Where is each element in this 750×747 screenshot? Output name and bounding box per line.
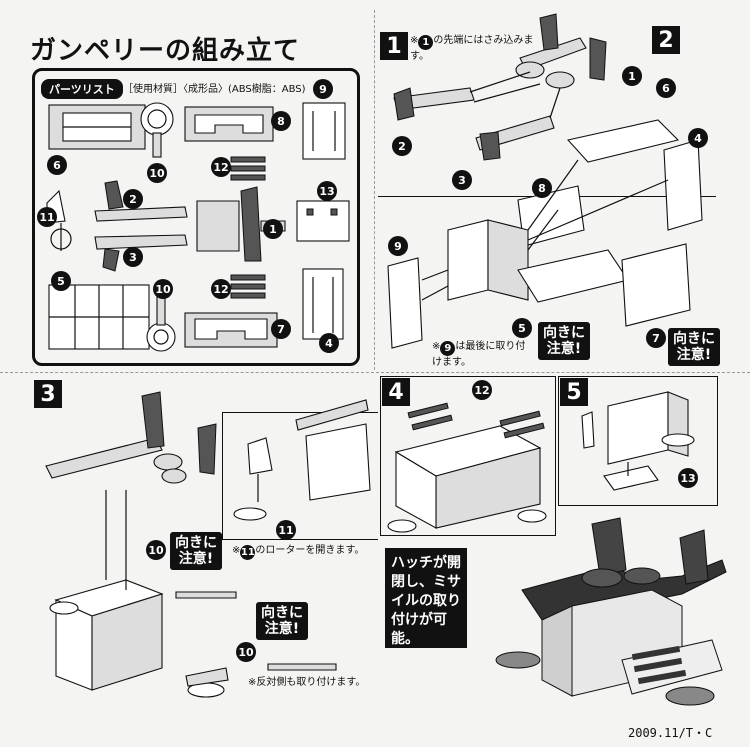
- part-number-12b: 12: [211, 279, 231, 299]
- step-5-part-13: 13: [678, 468, 698, 488]
- step-3-part-10a: 10: [146, 540, 166, 560]
- step-2-badge: 2: [652, 26, 680, 54]
- step-3-caution-a: 向きに注意!: [170, 532, 222, 571]
- step-1-part-1: 1: [622, 66, 642, 86]
- divider-vertical: [374, 10, 375, 370]
- step-3-detail-frame: [222, 412, 378, 540]
- parts-list-label: パーツリスト: [41, 79, 123, 99]
- step-1-note-ref: 1: [418, 35, 434, 50]
- step-3-badge: 3: [34, 380, 62, 408]
- step-4-badge: 4: [382, 378, 410, 406]
- part-number-9: 9: [313, 79, 333, 99]
- part-number-6: 6: [47, 155, 67, 175]
- parts-list-drawings: [46, 102, 350, 352]
- step-2-caution-b: 向きに注意!: [668, 328, 720, 367]
- step-2-part-5: 5: [512, 318, 532, 338]
- part-number-10: 10: [147, 163, 167, 183]
- step-2-caution-a: 向きに注意!: [538, 322, 590, 361]
- step-2-part-6: 6: [656, 78, 676, 98]
- part-number-1: 1: [263, 219, 283, 239]
- step-1-part-2: 2: [392, 136, 412, 156]
- material-note: ［使用材質］〈成形品〉(ABS樹脂：ABS): [123, 84, 306, 95]
- step-3-rotor-note-text: のローターを開きます。: [255, 545, 365, 556]
- part-number-3: 3: [123, 247, 143, 267]
- step-1-drawing: [393, 13, 607, 161]
- step-2-drawing: [387, 119, 703, 349]
- step-3-caution-b: 向きに注意!: [256, 602, 308, 641]
- step-1-note-text: の先端にはさみ込みます。: [410, 35, 534, 62]
- step-3-part-11: 11: [276, 520, 296, 540]
- step-1-badge: 1: [380, 32, 408, 60]
- parts-list-panel: パーツリスト ［使用材質］〈成形品〉(ABS樹脂：ABS): [32, 68, 360, 366]
- step-5-drawing: [581, 391, 695, 491]
- step-3-other-side-note: ※反対側も取り付けます。: [248, 677, 366, 688]
- part-number-11: 11: [37, 207, 57, 227]
- step-1-note-prefix: ※: [410, 35, 419, 46]
- page-title: ガンペリーの組み立て: [30, 36, 301, 66]
- step-2-part-7: 7: [646, 328, 666, 348]
- step-2-note-ref: 9: [440, 341, 456, 356]
- step-4-frame: [380, 376, 556, 536]
- part-number-10b: 10: [153, 279, 173, 299]
- step-3-rotor-note-ref: 11: [240, 545, 256, 560]
- finished-model-illustration: [495, 517, 727, 706]
- step-3-rotor-note: ※11のローターを開きます。: [232, 544, 382, 560]
- step-2-note-prefix: ※: [432, 341, 441, 352]
- step-5-badge: 5: [560, 378, 588, 406]
- step-2-part-4: 4: [688, 128, 708, 148]
- part-number-2: 2: [123, 189, 143, 209]
- step-5-frame: [558, 376, 718, 506]
- step-4-drawing: [387, 402, 547, 533]
- step-3-part-10b: 10: [236, 642, 256, 662]
- step-2-part-8: 8: [532, 178, 552, 198]
- part-number-12: 12: [211, 157, 231, 177]
- step-3-rotor-note-prefix: ※: [232, 545, 241, 556]
- hatch-note: ハッチが開閉し、ミサイルの取り付けが可能。: [385, 548, 467, 648]
- step-4-part-12: 12: [472, 380, 492, 400]
- part-number-8: 8: [271, 111, 291, 131]
- step-2-part-9: 9: [388, 236, 408, 256]
- part-number-13: 13: [317, 181, 337, 201]
- part-number-5: 5: [51, 271, 71, 291]
- footer-date: 2009.11/T・C: [628, 726, 713, 740]
- part-number-4: 4: [319, 333, 339, 353]
- part-number-7: 7: [271, 319, 291, 339]
- step-2-note-text: は最後に取り付けます。: [432, 341, 526, 368]
- divider-horizontal: [0, 372, 750, 373]
- step-1-part-3: 3: [452, 170, 472, 190]
- step-3-drawing: [45, 391, 371, 698]
